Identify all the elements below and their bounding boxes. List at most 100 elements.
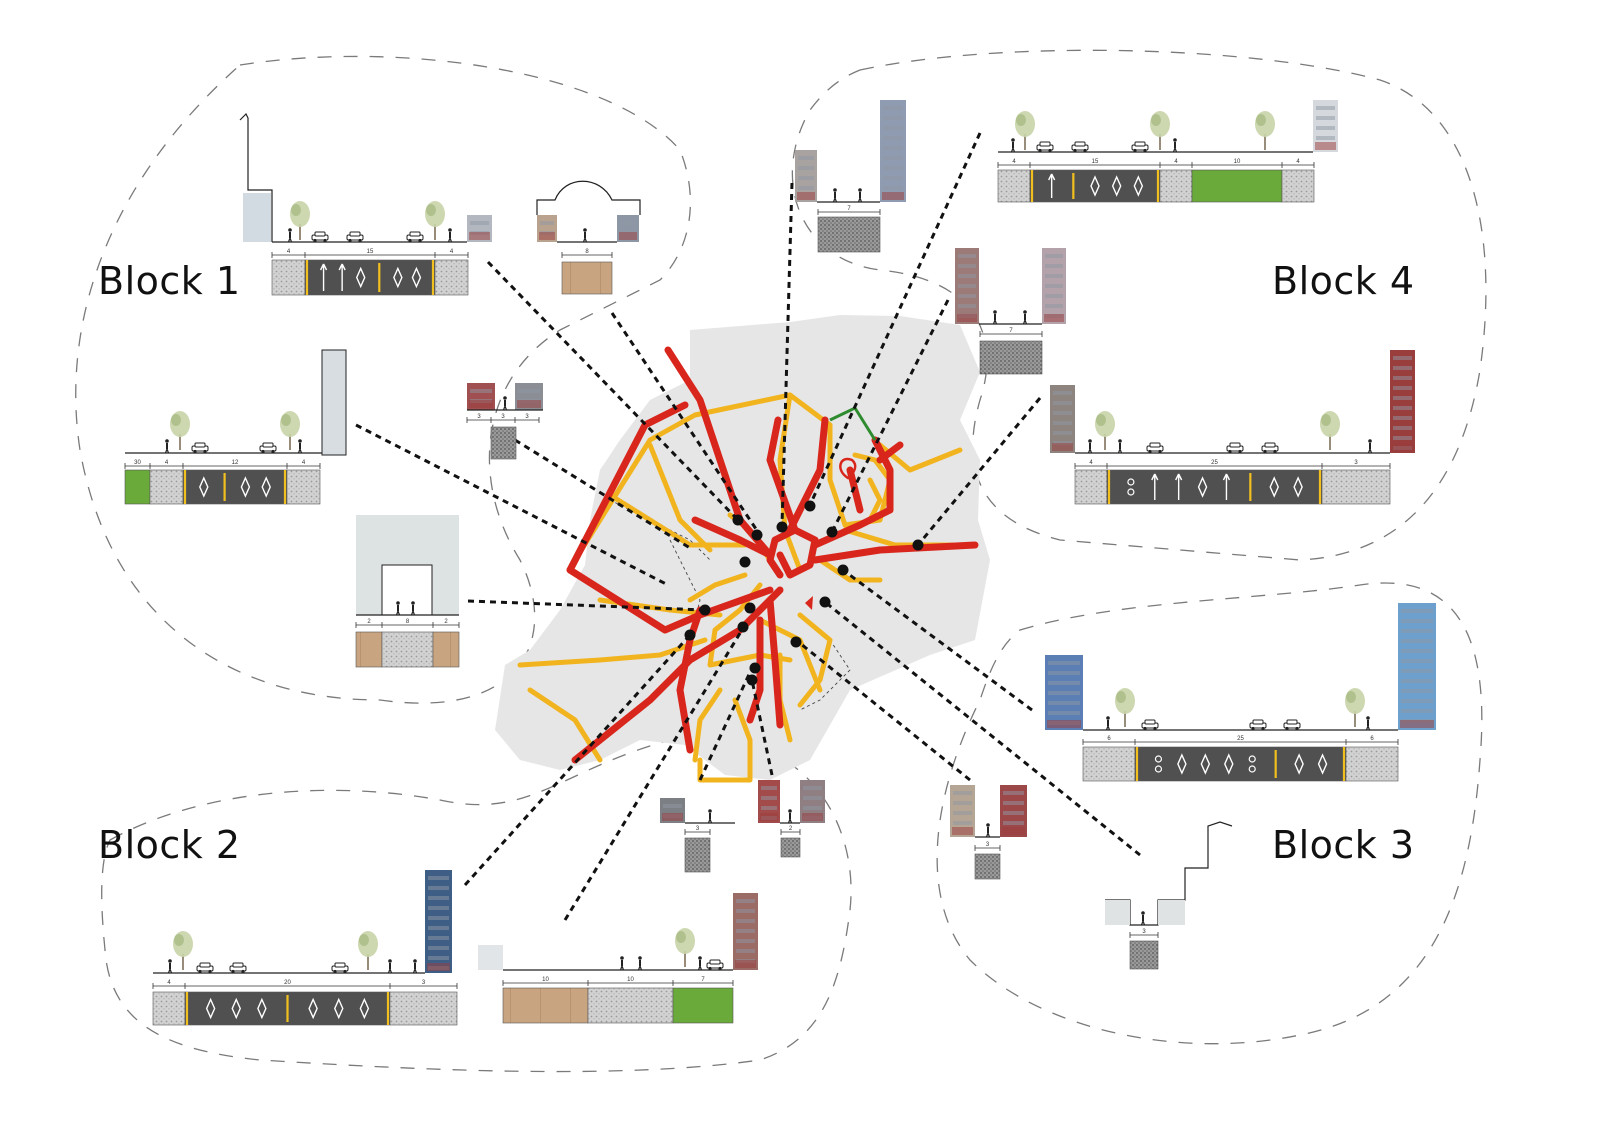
lane-arrow-icon xyxy=(1048,173,1056,198)
building-facade xyxy=(1390,350,1415,453)
plan-strip xyxy=(780,837,801,858)
dimension-label: 4 xyxy=(167,980,171,986)
dimension-label: 10 xyxy=(1234,159,1241,165)
building-facade xyxy=(660,798,685,823)
pedestrian-icon xyxy=(985,823,991,838)
dimension-label: 2 xyxy=(444,619,448,625)
dimension-label: 3 xyxy=(477,414,481,420)
pedestrian-icon xyxy=(1010,138,1016,153)
node-dot xyxy=(699,604,711,616)
dimension-label: 30 xyxy=(134,460,141,466)
pedestrian-icon xyxy=(1105,716,1111,731)
node-dot xyxy=(737,621,749,633)
leader-lines xyxy=(355,132,1141,921)
section-b4-alley-a: 7 xyxy=(795,100,906,253)
plan-strip xyxy=(979,340,1043,375)
dimension-row: 3 xyxy=(974,842,1001,851)
diamond-lane-icon xyxy=(1293,476,1303,498)
node-dot xyxy=(804,500,816,512)
pedestrian-icon xyxy=(707,809,713,824)
building-facade xyxy=(537,215,557,242)
dimension-label: 4 xyxy=(1174,159,1178,165)
car-icon xyxy=(1036,141,1054,153)
pedestrian-icon xyxy=(412,959,418,974)
dimension-label: 4 xyxy=(1089,460,1093,466)
dimension-row: 3 xyxy=(684,826,711,835)
pedestrian-icon xyxy=(387,959,393,974)
diamond-lane-icon xyxy=(231,997,242,1020)
diamond-lane-icon xyxy=(1177,753,1187,775)
node-dot xyxy=(837,564,849,576)
tree-icon xyxy=(1255,111,1275,150)
pedestrian-icon xyxy=(447,228,453,243)
building-facade xyxy=(515,383,543,410)
dimension-label: 8 xyxy=(406,619,410,625)
car-icon xyxy=(311,231,329,243)
diamond-lane-icon xyxy=(257,997,267,1020)
building-facade xyxy=(321,349,347,456)
tree-icon xyxy=(290,201,310,240)
lane-arrow-icon xyxy=(1222,473,1231,500)
diamond-lane-icon xyxy=(1269,476,1279,498)
car-icon xyxy=(196,962,214,974)
section-b3-step: 3 xyxy=(1105,821,1233,970)
building-facade xyxy=(795,150,817,202)
plan-strip xyxy=(1129,940,1159,970)
tree-icon xyxy=(1345,688,1365,727)
bicycle-icon xyxy=(1154,755,1163,773)
building-facade xyxy=(1045,655,1083,730)
block-1-title: Block 1 xyxy=(98,259,241,303)
plan-strip xyxy=(997,169,1315,203)
block-2-boundary xyxy=(101,736,852,1073)
car-icon xyxy=(1226,442,1244,454)
dimension-label: 25 xyxy=(1211,460,1218,466)
dimension-label: 4 xyxy=(302,460,306,466)
car-icon xyxy=(191,442,209,454)
pedestrian-icon xyxy=(1022,310,1028,325)
diamond-lane-icon xyxy=(1224,753,1234,775)
diamond-lane-icon xyxy=(393,266,403,289)
plan-strip xyxy=(502,987,734,1024)
node-dot xyxy=(684,629,696,641)
dimension-label: 6 xyxy=(1370,736,1374,742)
node-dot xyxy=(749,662,761,674)
pedestrian-icon xyxy=(167,959,173,974)
building-facade xyxy=(758,780,780,823)
section-b3-alley: 3 xyxy=(950,785,1027,880)
car-icon xyxy=(346,231,364,243)
building-facade xyxy=(617,215,639,242)
diamond-lane-icon xyxy=(333,997,344,1020)
section-b2-alley-a: 3 xyxy=(660,798,735,873)
car-icon xyxy=(1131,141,1149,153)
diamond-lane-icon xyxy=(199,476,209,498)
car-icon xyxy=(1261,442,1279,454)
block-3-title: Block 3 xyxy=(1272,823,1415,867)
plan-strip xyxy=(817,216,881,253)
building-facade xyxy=(1398,603,1436,730)
pedestrian-icon xyxy=(395,601,401,616)
dimension-label: 2 xyxy=(789,826,793,832)
pedestrian-icon xyxy=(697,956,703,971)
tree-icon xyxy=(280,411,300,450)
car-icon xyxy=(259,442,277,454)
block-2-title: Block 2 xyxy=(98,823,241,867)
dimension-label: 15 xyxy=(1092,159,1099,165)
building-facade xyxy=(467,383,495,410)
building-facade xyxy=(733,893,758,970)
car-icon xyxy=(1283,719,1301,731)
bicycle-icon xyxy=(1248,755,1256,773)
building-facade xyxy=(1313,100,1338,152)
dimension-label: 6 xyxy=(1107,736,1111,742)
car-icon xyxy=(1141,719,1159,731)
diamond-lane-icon xyxy=(261,476,271,498)
car-icon xyxy=(406,231,424,243)
